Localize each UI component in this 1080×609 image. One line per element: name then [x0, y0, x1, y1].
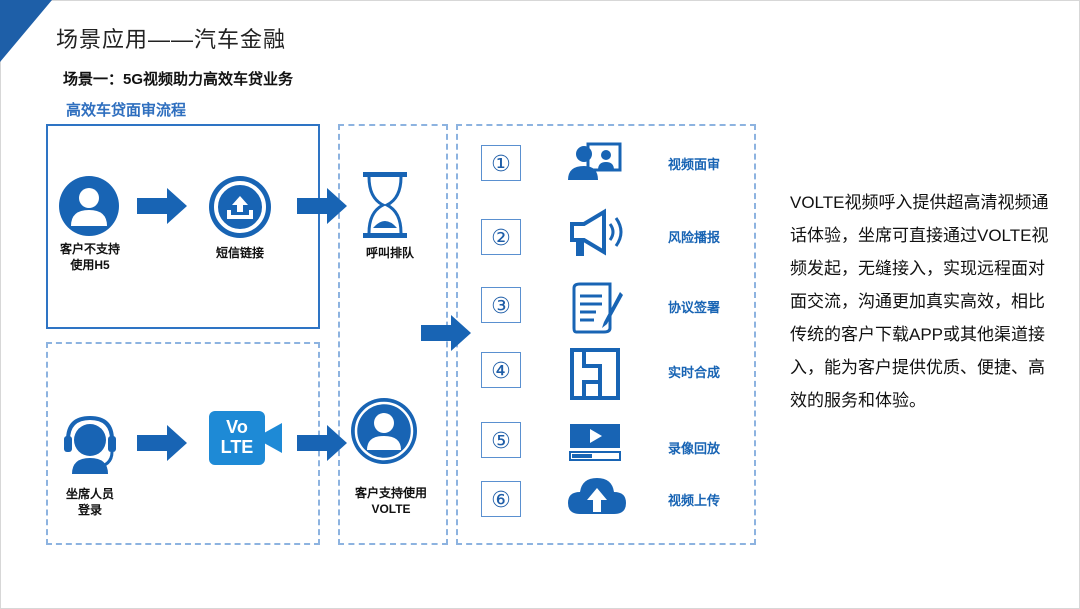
- page-title: 场景应用——汽车金融: [56, 27, 287, 52]
- step-number: ⑤: [481, 422, 521, 458]
- step-label: 录像回放: [668, 441, 721, 456]
- document-sign-icon: [572, 282, 623, 334]
- arrow-right-icon: [421, 315, 471, 351]
- arrow-right-icon: [137, 425, 187, 461]
- step-label: 风险播报: [668, 230, 721, 245]
- step-number: ①: [481, 145, 521, 181]
- video-playback-icon: [569, 424, 621, 461]
- customer-no-h5-label: 客户不支持 使用H5: [59, 242, 120, 272]
- arrow-right-icon: [297, 188, 347, 224]
- arrow-right-icon: [137, 188, 187, 224]
- step-label: 实时合成: [668, 365, 721, 380]
- upload-link-icon: [209, 176, 271, 238]
- megaphone-icon: [570, 208, 623, 256]
- h5-flow-box: [46, 124, 320, 329]
- hourglass-icon: [363, 172, 407, 238]
- step-number: ③: [481, 287, 521, 323]
- arrow-right-icon: [297, 425, 347, 461]
- headset-agent-icon: [64, 415, 116, 474]
- step-label: 视频上传: [668, 493, 721, 508]
- step-label: 协议签署: [668, 300, 721, 315]
- volte-logo-text: Vo LTE: [220, 417, 254, 457]
- step-number: ②: [481, 219, 521, 255]
- step-label: 视频面审: [668, 157, 721, 172]
- corner-decoration: [0, 0, 52, 62]
- sms-link-label: 短信链接: [215, 246, 264, 260]
- cloud-upload-icon: [568, 478, 626, 514]
- agent-login-label: 坐席人员 登录: [65, 487, 114, 517]
- description-text: VOLTE视频呼入提供超高清视频通话体验，坐席可直接通过VOLTE视频发起，无缝…: [790, 193, 1049, 410]
- camera-lens-icon: [264, 423, 282, 453]
- scene-heading: 场景一：5G视频助力高效车贷业务: [63, 71, 294, 88]
- flow-subtitle: 高效车贷面审流程: [66, 102, 187, 119]
- customer-volte-icon: [351, 398, 417, 464]
- video-interview-icon: [568, 142, 622, 180]
- volte-logo: Vo LTE: [209, 411, 265, 465]
- customer-icon: [59, 176, 119, 236]
- step-number: ④: [481, 352, 521, 388]
- call-queue-label: 呼叫排队: [365, 246, 414, 260]
- composite-icon: [570, 348, 620, 400]
- step-number: ⑥: [481, 481, 521, 517]
- customer-volte-label: 客户支持使用 VOLTE: [354, 486, 427, 516]
